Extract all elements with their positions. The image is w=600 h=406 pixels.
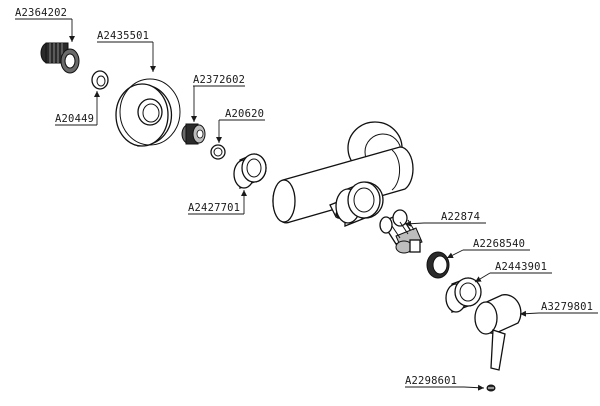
part-mixer-body: [272, 121, 414, 227]
label-text: A20449: [55, 113, 94, 125]
label-text: A2427701: [188, 202, 240, 214]
part-threaded-connector: [40, 42, 80, 74]
label-text: A2435501: [97, 30, 149, 42]
part-washer-small: [91, 70, 109, 90]
part-dark-ring: [426, 251, 450, 279]
label-A2372602: A2372602: [191, 74, 245, 122]
label-A2427701: A2427701: [188, 190, 247, 215]
part-sleeve-ring: [233, 153, 267, 189]
label-A2435501: A2435501: [97, 30, 156, 72]
label-text: A20620: [225, 108, 264, 120]
label-text: A2298601: [405, 375, 457, 387]
part-cartridge: [379, 209, 423, 254]
part-cover-sleeve: [445, 277, 482, 313]
part-rosette-disc: [115, 78, 181, 147]
part-o-ring: [210, 144, 226, 160]
label-text: A2443901: [495, 261, 547, 273]
label-A2443901: A2443901: [474, 261, 552, 283]
label-A20620: A20620: [216, 108, 265, 143]
label-A3279801: A3279801: [519, 301, 598, 317]
label-A2268540: A2268540: [446, 238, 530, 259]
label-text: A2364202: [15, 7, 67, 19]
part-lever-handle: [474, 294, 522, 371]
label-A20449: A20449: [55, 91, 100, 126]
label-A22874: A22874: [404, 211, 486, 227]
label-text: A22874: [441, 211, 480, 223]
label-text: A3279801: [541, 301, 593, 313]
label-text: A2268540: [473, 238, 525, 250]
label-A2298601: A2298601: [405, 375, 485, 391]
label-A2364202: A2364202: [15, 7, 75, 42]
part-grub-screw: [486, 384, 496, 392]
part-valve-nut: [181, 123, 206, 145]
label-text: A2372602: [193, 74, 245, 86]
